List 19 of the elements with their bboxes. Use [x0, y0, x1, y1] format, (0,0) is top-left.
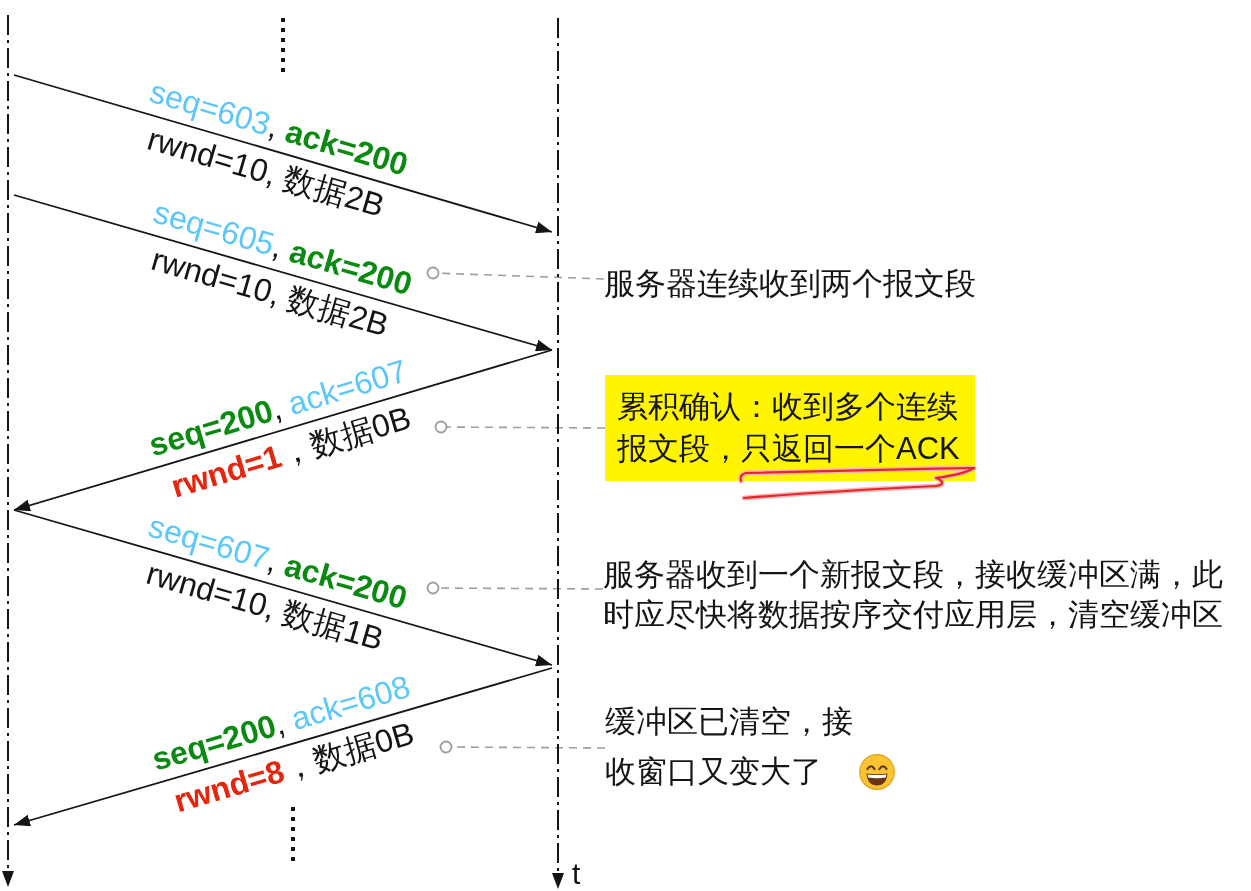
note-text: 服务器收到一个新报文段，接收缓冲区满，此时应尽快将数据按序交付应用层，清空缓冲区	[603, 555, 1233, 635]
edge-label: seq=200, ack=607 rwnd=1，数据0B	[143, 351, 416, 507]
edge-label: seq=200, ack=608 rwnd=8，数据0B	[146, 667, 419, 822]
note-text: 缓冲区已清空，接收窗口又变大了	[605, 703, 854, 791]
leader-line	[439, 740, 606, 754]
leader-line	[426, 266, 605, 280]
message-arrow	[13, 667, 553, 827]
note-text: 累积确认：收到多个连续报文段，只返回一个ACK	[617, 389, 960, 466]
leader-line	[434, 420, 606, 434]
leader-line	[426, 581, 604, 595]
highlight-box	[605, 375, 975, 481]
axis-label: t	[572, 857, 581, 891]
message-arrow	[13, 74, 553, 234]
lifeline	[2, 15, 14, 887]
message-arrow	[13, 349, 553, 512]
message-arrow	[13, 509, 553, 667]
lifeline	[552, 18, 564, 889]
note-text: 服务器连续收到两个报文段	[604, 263, 976, 305]
message-arrow	[13, 194, 553, 352]
